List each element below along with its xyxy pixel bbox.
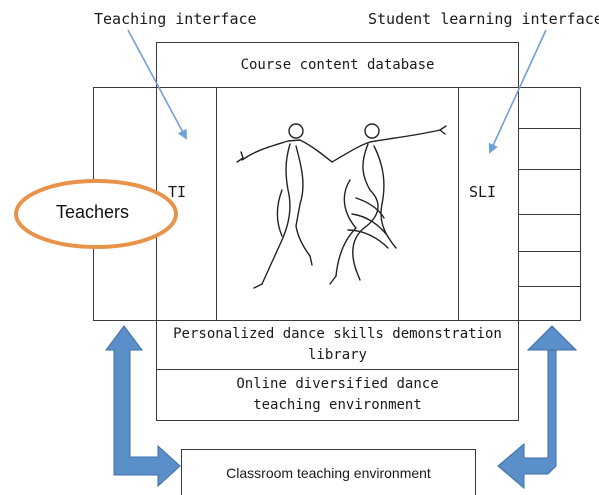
student-slot-2	[518, 169, 581, 215]
teachers-ellipse	[14, 179, 178, 249]
teaching-interface-pointer	[127, 29, 187, 140]
dance-image-panel	[216, 87, 459, 321]
personalized-library-label: Personalized dance skills demonstration …	[173, 326, 502, 363]
dance-sketch-icon	[236, 123, 447, 289]
classroom-environment-label: Classroom teaching environment	[226, 464, 431, 481]
student-interface-pointer	[488, 29, 547, 154]
teachers-label: Teachers	[56, 202, 130, 222]
student-slot-3	[518, 214, 581, 252]
online-environment-label: Online diversified dance teaching enviro…	[236, 376, 439, 413]
course-content-database-box: Course content database	[156, 42, 519, 88]
left-double-arrow	[105, 325, 181, 488]
sli-panel: SLI	[458, 87, 519, 321]
student-slot-4	[518, 251, 581, 287]
right-return-arrow	[497, 325, 578, 490]
student-learning-interface-label: Student learning interface	[368, 10, 599, 28]
teaching-interface-label: Teaching interface	[94, 10, 257, 28]
student-slot-1	[518, 128, 581, 170]
ti-label: TI	[168, 183, 187, 201]
course-content-database-label: Course content database	[240, 57, 435, 73]
personalized-library-box: Personalized dance skills demonstration …	[156, 320, 519, 370]
sli-label: SLI	[469, 183, 497, 201]
online-environment-box: Online diversified dance teaching enviro…	[156, 369, 519, 421]
classroom-environment-box: Classroom teaching environment	[181, 449, 476, 495]
